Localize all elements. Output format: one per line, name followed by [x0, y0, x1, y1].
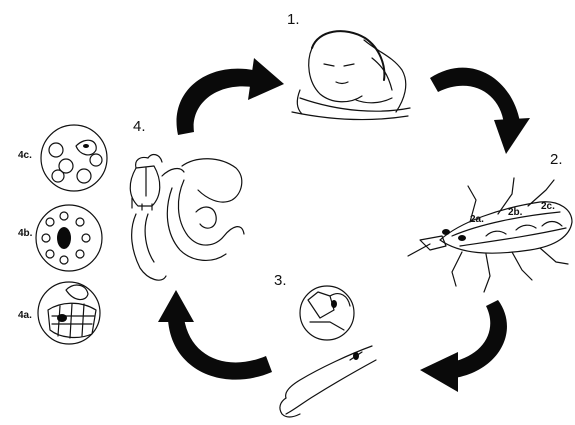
cycle-arrow-3-to-4 — [158, 290, 272, 380]
sleeping-person-illustration — [292, 31, 410, 119]
cycle-arrow-2-to-3 — [420, 300, 507, 392]
inset-label-4b: 4b. — [18, 228, 33, 239]
heart-illustration — [130, 155, 162, 210]
inset-label-4c: 4c. — [18, 150, 32, 161]
insect-region-2a: 2a. — [470, 214, 484, 225]
bite-inset-circle — [300, 286, 354, 340]
tissue-inset-4c — [41, 125, 107, 191]
digestive-tract-illustration — [132, 159, 244, 280]
arm-illustration — [280, 346, 376, 417]
step-label-4: 4. — [133, 118, 146, 135]
step-label-3: 3. — [274, 272, 287, 289]
cycle-arrow-4-to-1 — [177, 58, 284, 135]
step-label-2: 2. — [550, 151, 563, 168]
insect-region-2c: 2c. — [541, 201, 555, 212]
insect-illustration — [408, 178, 572, 292]
step-label-1: 1. — [287, 11, 300, 28]
tissue-inset-4a — [38, 282, 100, 344]
cycle-arrow-1-to-2 — [430, 68, 530, 154]
insect-region-2b: 2b. — [508, 207, 523, 218]
inset-label-4a: 4a. — [18, 310, 32, 321]
tissue-inset-4b — [36, 205, 102, 271]
